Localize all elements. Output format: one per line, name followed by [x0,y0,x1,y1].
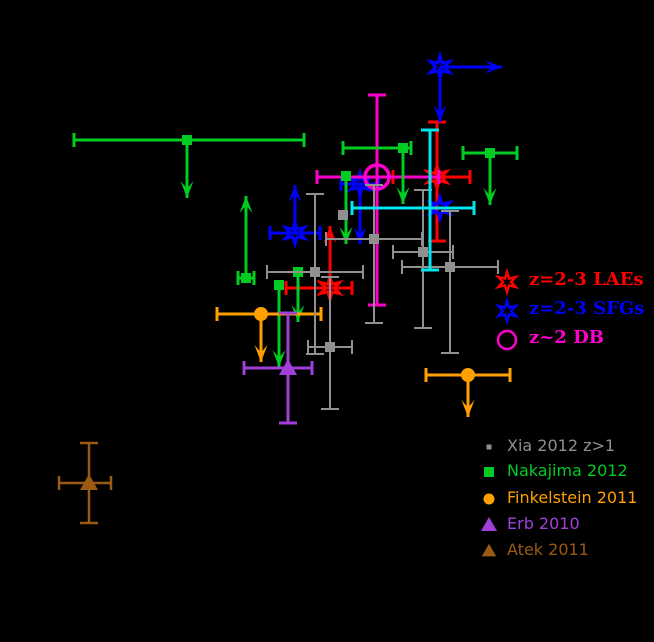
limit-arrow-head [485,60,502,74]
limit-arrow-head [483,188,497,205]
marker-triangle [80,474,98,490]
legend-label-1: z=2-3 SFGs [529,298,645,319]
marker-square [241,273,251,283]
marker-square [484,467,494,477]
marker-triangle [481,543,497,557]
marker-circle [461,368,475,382]
marker-star [494,296,520,326]
series-z-2-3-sfgs [268,50,502,250]
legend2-label-3: Erb 2010 [507,514,580,533]
marker-star [426,50,454,84]
marker-circle [496,329,518,351]
marker-star [423,160,451,194]
legend2-label-1: Nakajima 2012 [507,461,628,480]
series-z-2-db [315,93,441,307]
marker-square [398,143,408,153]
marker-circle [483,493,495,505]
legend2-label-0: Xia 2012 z>1 [507,436,616,455]
series-atek-2011 [57,441,113,525]
legend-marker-circle [483,493,495,505]
limit-arrow-head [288,185,302,202]
series-erb-2010 [242,311,314,425]
legend-label-2: z~2 DB [529,327,604,348]
limit-arrow-head [180,181,194,198]
marker-square [325,342,335,352]
legend-marker-star-open [494,296,520,326]
legend2-label-2: Finkelstein 2011 [507,488,638,507]
marker-square [485,148,495,158]
legend-marker-square [484,467,494,477]
marker-square [445,262,455,272]
marker-square [486,444,492,450]
marker-triangle [481,517,497,531]
marker-star [494,267,520,297]
legend-marker-square [486,444,492,450]
marker-square [182,135,192,145]
legend2-label-4: Atek 2011 [507,540,589,559]
limit-arrow-head [272,350,286,367]
limit-arrow-head [254,345,268,362]
series-finkelstein-2011 [215,307,512,417]
legend-label-0: z=2-3 LAEs [529,269,644,290]
legend-marker-triangle [481,543,497,557]
marker-square [338,210,348,220]
legend-marker-triangle [481,517,497,531]
limit-arrow-head [433,105,447,122]
marker-square [418,247,428,257]
limit-arrow-head [239,196,253,213]
marker-square [369,234,379,244]
marker-square [274,280,284,290]
marker-square [310,267,320,277]
series-xia-2012-z-1 [266,184,499,410]
limit-arrow-head [339,227,353,244]
marker-star [281,216,309,250]
marker-square [341,171,351,181]
limit-arrow-head [353,227,367,244]
legend-marker-circle-open [496,329,518,351]
limit-arrow-head [396,187,410,204]
marker-circle [363,163,391,191]
limit-arrow-head [461,400,475,417]
marker-triangle [279,359,297,375]
series-cyan-point [350,128,476,272]
legend-marker-star-open [494,267,520,297]
marker-circle [254,307,268,321]
